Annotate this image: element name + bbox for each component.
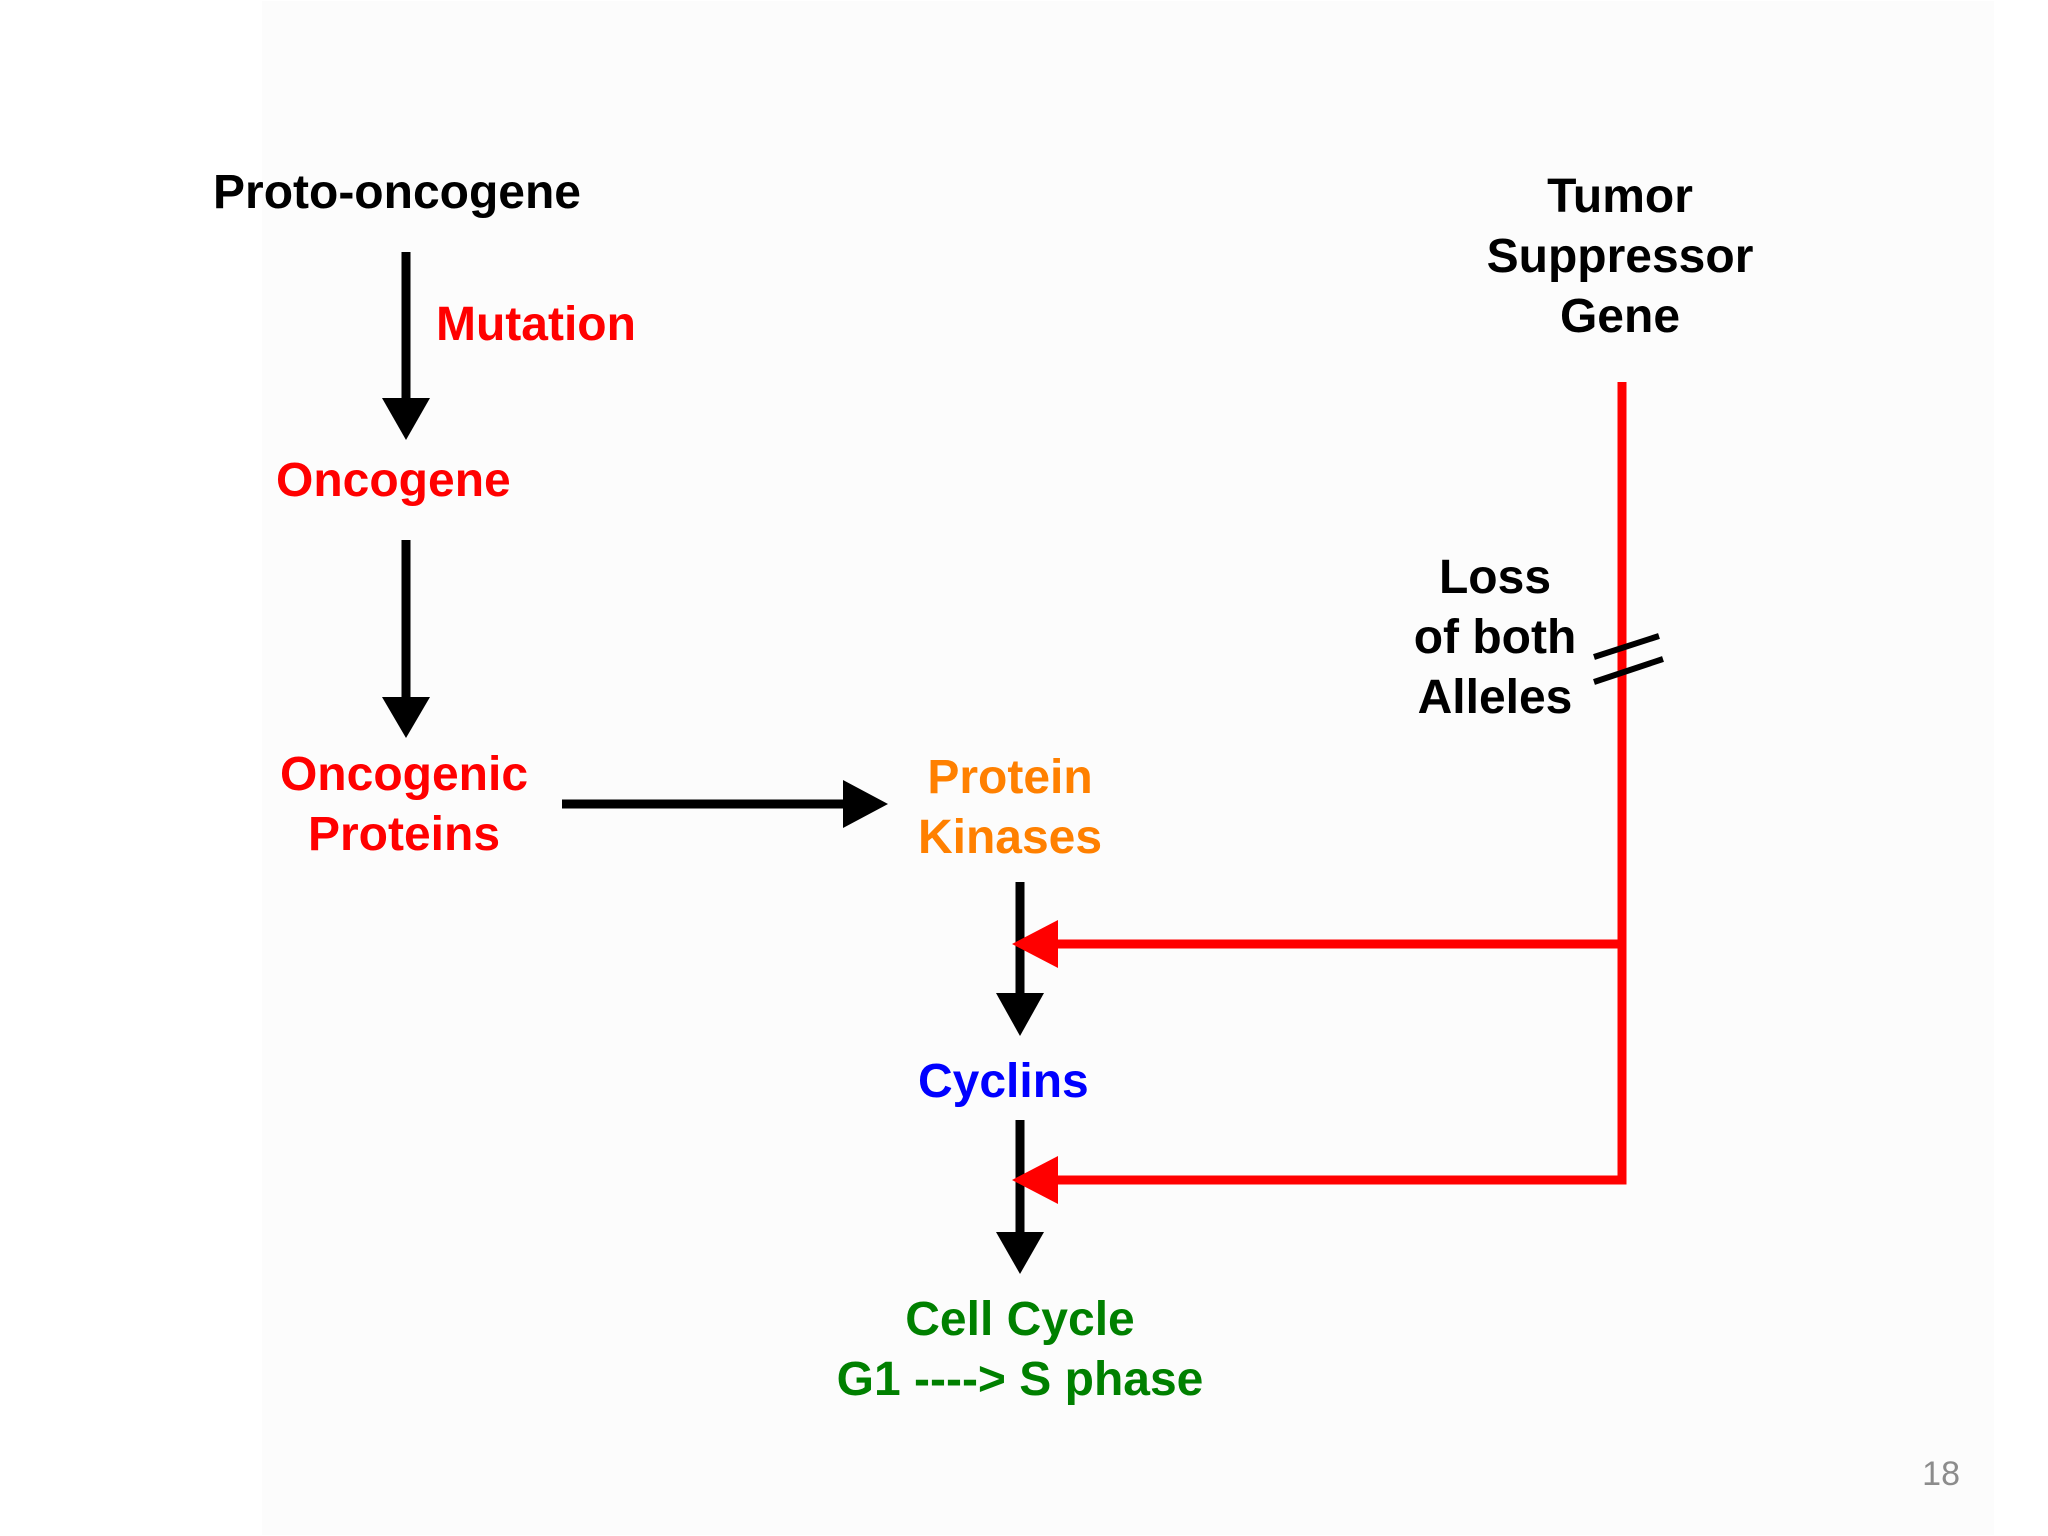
label-cell-cycle-line-2: G1 ----> S phase <box>836 1353 1204 1406</box>
label-tumor-suppressor-gene-line-3: Gene <box>1559 290 1681 343</box>
label-proto-oncogene: Proto-oncogene <box>213 166 581 219</box>
arrow-cyclins-to-cell-cycle <box>996 1120 1044 1274</box>
inhibition-arrowhead-kinases <box>1012 920 1058 968</box>
arrow-oncogene-to-oncogenic-proteins <box>382 540 430 738</box>
label-loss-line-1: Loss <box>1438 551 1552 604</box>
label-tumor-suppressor-gene-line-2: Suppressor <box>1486 230 1754 283</box>
label-tumor-suppressor-gene-line-1: Tumor <box>1547 170 1693 223</box>
label-protein-kinases-line-2: Kinases <box>917 811 1103 864</box>
label-tumor-suppressor-gene: Tumor Suppressor Gene <box>1460 167 1780 347</box>
label-cyclins: Cyclins <box>918 1055 1089 1108</box>
diagram-background <box>262 1 1994 1535</box>
label-cell-cycle: Cell Cycle G1 ----> S phase <box>800 1290 1240 1410</box>
arrow-oncogenic-proteins-to-protein-kinases <box>562 780 888 828</box>
label-oncogenic-proteins-line-2: Proteins <box>307 808 501 861</box>
label-protein-kinases: Protein Kinases <box>890 748 1130 868</box>
label-loss-line-3: Alleles <box>1417 671 1573 724</box>
label-oncogenic-proteins-line-1: Oncogenic <box>279 748 529 801</box>
page-number: 18 <box>1922 1455 1960 1493</box>
inhibition-arrowhead-cyclins <box>1012 1156 1058 1204</box>
label-loss-of-both-alleles: Loss of both Alleles <box>1390 548 1600 728</box>
label-oncogene: Oncogene <box>276 454 511 507</box>
arrow-protein-kinases-to-cyclins <box>996 882 1044 1036</box>
label-protein-kinases-line-1: Protein <box>927 751 1093 804</box>
label-loss-line-2: of both <box>1413 611 1577 664</box>
label-cell-cycle-line-1: Cell Cycle <box>905 1293 1135 1346</box>
allele-break-marks <box>1593 633 1664 685</box>
label-oncogenic-proteins: Oncogenic Proteins <box>254 745 554 865</box>
arrow-proto-to-oncogene <box>382 252 430 440</box>
label-mutation: Mutation <box>436 298 636 351</box>
